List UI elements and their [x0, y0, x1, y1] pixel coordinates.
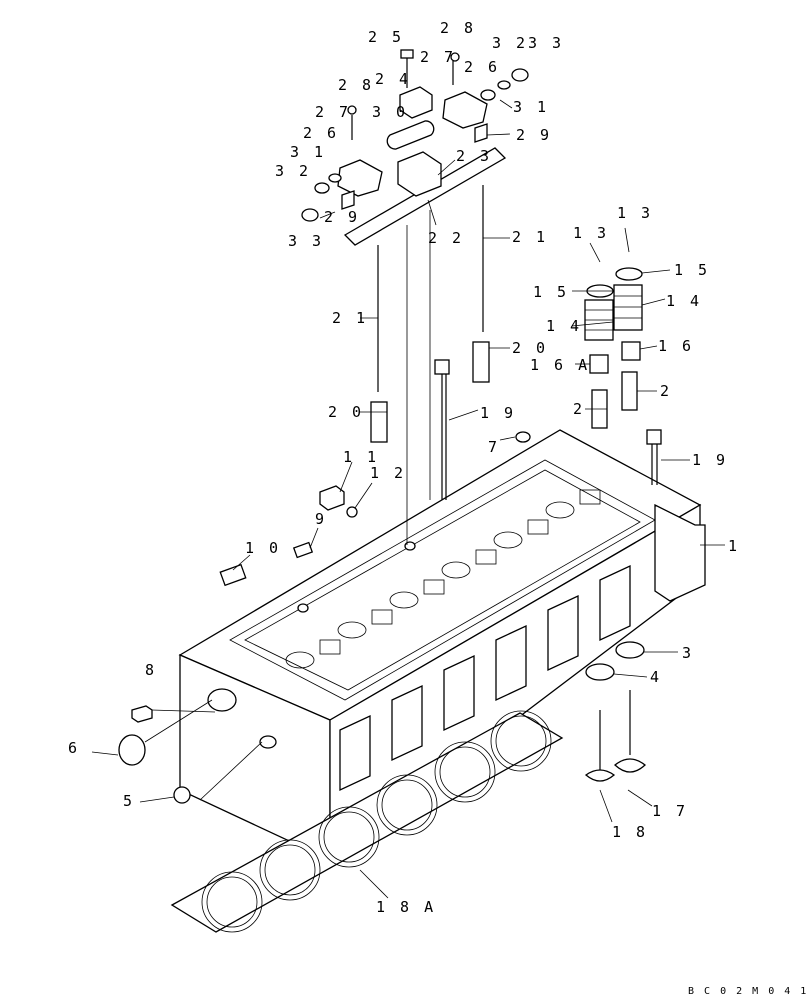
label-5: 5 [123, 792, 135, 810]
label-18: 1 8 [612, 823, 648, 841]
label-25: 2 5 [368, 28, 404, 46]
label-21: 2 1 [332, 309, 368, 327]
label-1: 1 [728, 537, 740, 555]
label-27: 2 7 [420, 48, 456, 66]
label-33: 3 3 [288, 232, 324, 250]
label-7: 7 [488, 438, 500, 456]
label-21: 2 1 [512, 228, 548, 246]
head-gasket [170, 710, 564, 933]
small-parts [118, 431, 531, 804]
label-29: 2 9 [516, 126, 552, 144]
label-26: 2 6 [303, 124, 339, 142]
label-2: 2 [660, 382, 672, 400]
label-15: 1 5 [533, 283, 569, 301]
label-19: 1 9 [692, 451, 728, 469]
label-22: 2 2 [428, 229, 464, 247]
rocker-assembly [301, 49, 529, 246]
label-31: 3 1 [290, 143, 326, 161]
drawing-code: B C 0 2 M 0 4 1 [688, 986, 808, 997]
label-4: 4 [650, 668, 662, 686]
label-20: 2 0 [512, 339, 548, 357]
label-13: 1 3 [573, 224, 609, 242]
label-24: 2 4 [375, 70, 411, 88]
label-11: 1 1 [343, 448, 379, 466]
leader-lines [91, 99, 725, 899]
push-rods-and-bolts [370, 185, 662, 545]
label-13: 1 3 [617, 204, 653, 222]
label-16: 1 6 [658, 337, 694, 355]
label-31: 3 1 [513, 98, 549, 116]
label-10: 1 0 [245, 539, 281, 557]
label-32: 3 2 [492, 34, 528, 52]
label-18a: 1 8 A [376, 898, 436, 916]
label-28: 2 8 [440, 19, 476, 37]
label-20: 2 0 [328, 403, 364, 421]
label-23: 2 3 [456, 147, 492, 165]
label-19: 1 9 [480, 404, 516, 422]
label-14: 1 4 [546, 317, 582, 335]
label-6: 6 [68, 739, 80, 757]
valve-train [584, 267, 646, 782]
callout-labels: 2 5 2 8 2 4 2 7 2 6 3 2 3 3 3 1 2 8 2 7 … [68, 19, 740, 916]
label-9: 9 [315, 510, 327, 528]
label-29: 2 9 [324, 208, 360, 226]
label-16a: 1 6 A [530, 356, 590, 374]
label-2: 2 [573, 400, 585, 418]
label-26: 2 6 [464, 58, 500, 76]
label-3: 3 [682, 644, 694, 662]
label-27: 2 7 [315, 103, 351, 121]
label-15: 1 5 [674, 261, 710, 279]
label-17: 1 7 [652, 802, 688, 820]
label-32: 3 2 [275, 162, 311, 180]
label-28: 2 8 [338, 76, 374, 94]
label-12: 1 2 [370, 464, 406, 482]
label-30: 3 0 [372, 103, 408, 121]
label-33: 3 3 [528, 34, 564, 52]
label-14: 1 4 [666, 292, 702, 310]
label-8: 8 [145, 661, 157, 679]
